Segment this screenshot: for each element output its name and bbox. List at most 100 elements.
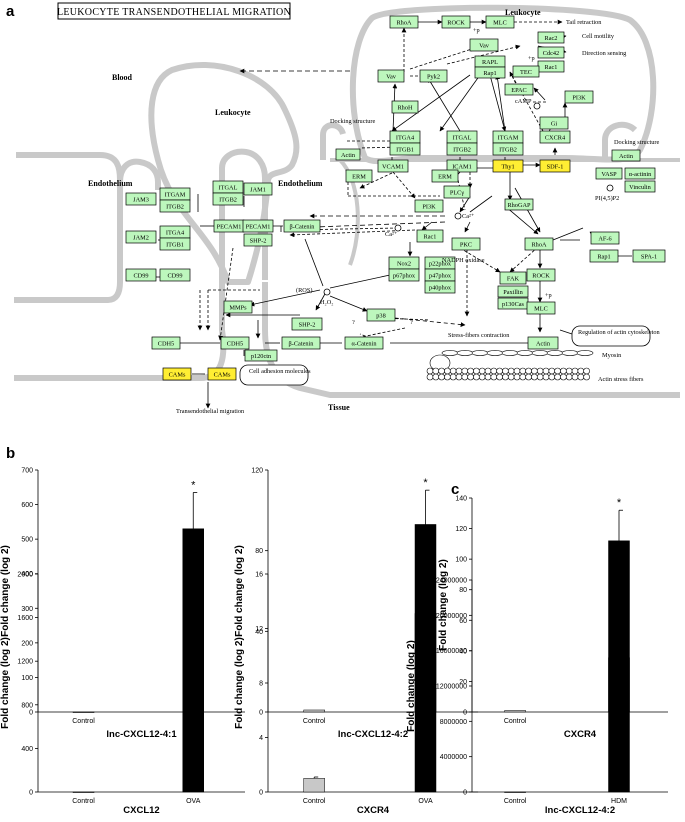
gene-node-actin[interactable]: Actin (527, 336, 559, 350)
gene-node-itgb1[interactable]: ITGB1 (389, 142, 421, 156)
gene-node--catenin[interactable]: β-Catenin (281, 336, 321, 350)
gene-node-mlc[interactable]: MLC (526, 301, 556, 315)
gene-node-cdh5[interactable]: CDH5 (220, 336, 250, 350)
gene-node-jam1[interactable]: JAM1 (243, 182, 273, 196)
gene-node-fak[interactable]: FAK (499, 271, 527, 285)
gene-node-jam3[interactable]: JAM3 (125, 192, 157, 206)
gene-node-vav[interactable]: Vav (469, 38, 499, 52)
actin-filament-bead (502, 373, 509, 381)
gene-node-gi[interactable]: Gi (539, 116, 569, 130)
y-tick-label: 4 (259, 735, 263, 742)
gene-node-p120ctn[interactable]: p120ctn (244, 349, 278, 362)
actin-filament-bead (473, 367, 480, 375)
gene-node-p47phox[interactable]: p47phox (424, 268, 456, 282)
gene-node-paxillin[interactable]: Paxillin (497, 285, 529, 298)
gene-node-rap1[interactable]: Rap1 (589, 249, 619, 263)
actin-filament-bead (502, 367, 509, 375)
gene-node-pi3k[interactable]: PI3K (414, 199, 444, 213)
gene-node-pi3k[interactable]: PI3K (564, 90, 594, 104)
gene-node-af-6[interactable]: AF-6 (590, 231, 620, 245)
gene-node-vasp[interactable]: VASP (595, 167, 623, 180)
gene-node-rac1[interactable]: Rac1 (537, 60, 565, 73)
gene-node-tec[interactable]: TEC (512, 65, 540, 78)
gene-node--actinin[interactable]: α-actinin (624, 167, 656, 180)
gene-node-itgam[interactable]: ITGAM (492, 130, 524, 144)
gene-node-itgb2[interactable]: ITGB2 (446, 142, 478, 156)
gene-node-itgal[interactable]: ITGAL (446, 130, 478, 144)
actin-filament-bead (583, 373, 590, 381)
gene-node-rac2[interactable]: Rac2 (537, 31, 565, 44)
gene-node-thy1[interactable]: Thy1 (492, 159, 524, 173)
gene-node--catenin[interactable]: α-Catenin (344, 336, 384, 350)
gene-node-pyk2[interactable]: Pyk2 (419, 69, 448, 83)
gene-node-vcam1[interactable]: VCAM1 (377, 159, 409, 173)
gene-node-itga4[interactable]: ITGA4 (159, 225, 191, 239)
gene-node-itgb2[interactable]: ITGB2 (212, 192, 244, 206)
gene-node-rock[interactable]: ROCK (441, 15, 471, 29)
actin-filament-bead (565, 373, 573, 381)
gene-node-pecam1[interactable]: PECAM1 (242, 219, 274, 233)
actin-filament-bead (507, 367, 515, 375)
gene-node-p67phox[interactable]: p67phox (388, 268, 420, 282)
gene-node-actin[interactable]: Actin (335, 148, 361, 161)
gene-node-pkc[interactable]: PKC (451, 237, 481, 251)
gene-node-cdc42[interactable]: Cdc42 (537, 46, 565, 59)
gene-node-erm[interactable]: ERM (431, 169, 459, 183)
gene-node-cams[interactable]: CAMs (162, 367, 192, 381)
note-q-1: ? (352, 319, 355, 326)
actin-filament-bead (449, 367, 457, 375)
gene-node-rhoa[interactable]: RhoA (524, 237, 554, 251)
gene-node-cd99[interactable]: CD99 (125, 268, 157, 282)
gene-node-plc-[interactable]: PLCγ (443, 185, 471, 199)
gene-label: CD99 (167, 272, 182, 279)
gene-node-rac1[interactable]: Rac1 (416, 229, 444, 243)
actin-filament-bead (432, 367, 440, 375)
gene-node-p38[interactable]: p38 (366, 308, 396, 322)
gene-label: ITGB1 (166, 241, 184, 248)
gene-node-shp-2[interactable]: SHP-2 (291, 317, 323, 331)
gene-node-itgam[interactable]: ITGAM (159, 187, 191, 201)
gene-node-rhoa[interactable]: RhoA (389, 15, 419, 29)
gene-node-vinculin[interactable]: Vinculin (624, 180, 656, 193)
region-endothelium-mid: Endothelium (278, 179, 323, 188)
gene-node-rhogap[interactable]: RhoGAP (504, 198, 534, 211)
gene-node-cdh5[interactable]: CDH5 (151, 336, 181, 350)
myosin-segment (516, 350, 534, 356)
gene-node-vav[interactable]: Vav (377, 69, 405, 83)
chart-title: lnc-CXCL12-4:2 (338, 729, 408, 740)
gene-node-cd99[interactable]: CD99 (159, 268, 191, 282)
gene-node-rapl[interactable]: RAPL (474, 55, 506, 68)
gene-node-jam2[interactable]: JAM2 (125, 230, 157, 244)
gene-node-epac[interactable]: EPAC (504, 83, 534, 96)
y-tick-label: 8000000 (440, 719, 467, 726)
gene-node-cams[interactable]: CAMs (207, 367, 237, 381)
gene-node-shp-2[interactable]: SHP-2 (243, 233, 273, 247)
gene-node-cxcr4[interactable]: CXCR4 (539, 130, 571, 144)
gene-node-mmps[interactable]: MMPs (223, 300, 253, 314)
actin-filament-bead (560, 373, 567, 381)
gene-node-rap1[interactable]: Rap1 (474, 66, 506, 79)
gene-node-actin[interactable]: Actin (611, 149, 641, 162)
gene-node-p40phox[interactable]: p40phox (424, 280, 456, 294)
gene-label: ITGAL (453, 134, 472, 141)
gene-node-mlc[interactable]: MLC (485, 15, 515, 29)
gene-node-itgb2[interactable]: ITGB2 (159, 199, 191, 213)
gene-label: Rac1 (424, 233, 437, 240)
gene-node-p130cas[interactable]: p130Cas (497, 297, 529, 310)
gene-node-pecam1[interactable]: PECAM1 (213, 219, 245, 233)
gene-node-rhoh[interactable]: RhoH (391, 100, 419, 114)
gene-node-icam1[interactable]: ICAM1 (446, 159, 478, 173)
gene-node-itgb2[interactable]: ITGB2 (492, 142, 524, 156)
gene-node-erm[interactable]: ERM (345, 169, 373, 183)
gene-node-sdf-1[interactable]: SDF-1 (539, 159, 571, 173)
gene-node-spa-1[interactable]: SPA-1 (632, 249, 666, 263)
gene-node-itgal[interactable]: ITGAL (212, 180, 244, 194)
gene-node-nox2[interactable]: Nox2 (388, 256, 420, 270)
gene-node-itgb1[interactable]: ITGB1 (159, 237, 191, 251)
gene-label: p47phox (429, 272, 452, 279)
gene-node-itga4[interactable]: ITGA4 (389, 130, 421, 144)
gene-node--catenin[interactable]: β-Catenin (283, 219, 321, 233)
myosin-segment (531, 350, 549, 356)
gene-node-rock[interactable]: ROCK (526, 268, 556, 282)
bar-ova (182, 638, 204, 793)
